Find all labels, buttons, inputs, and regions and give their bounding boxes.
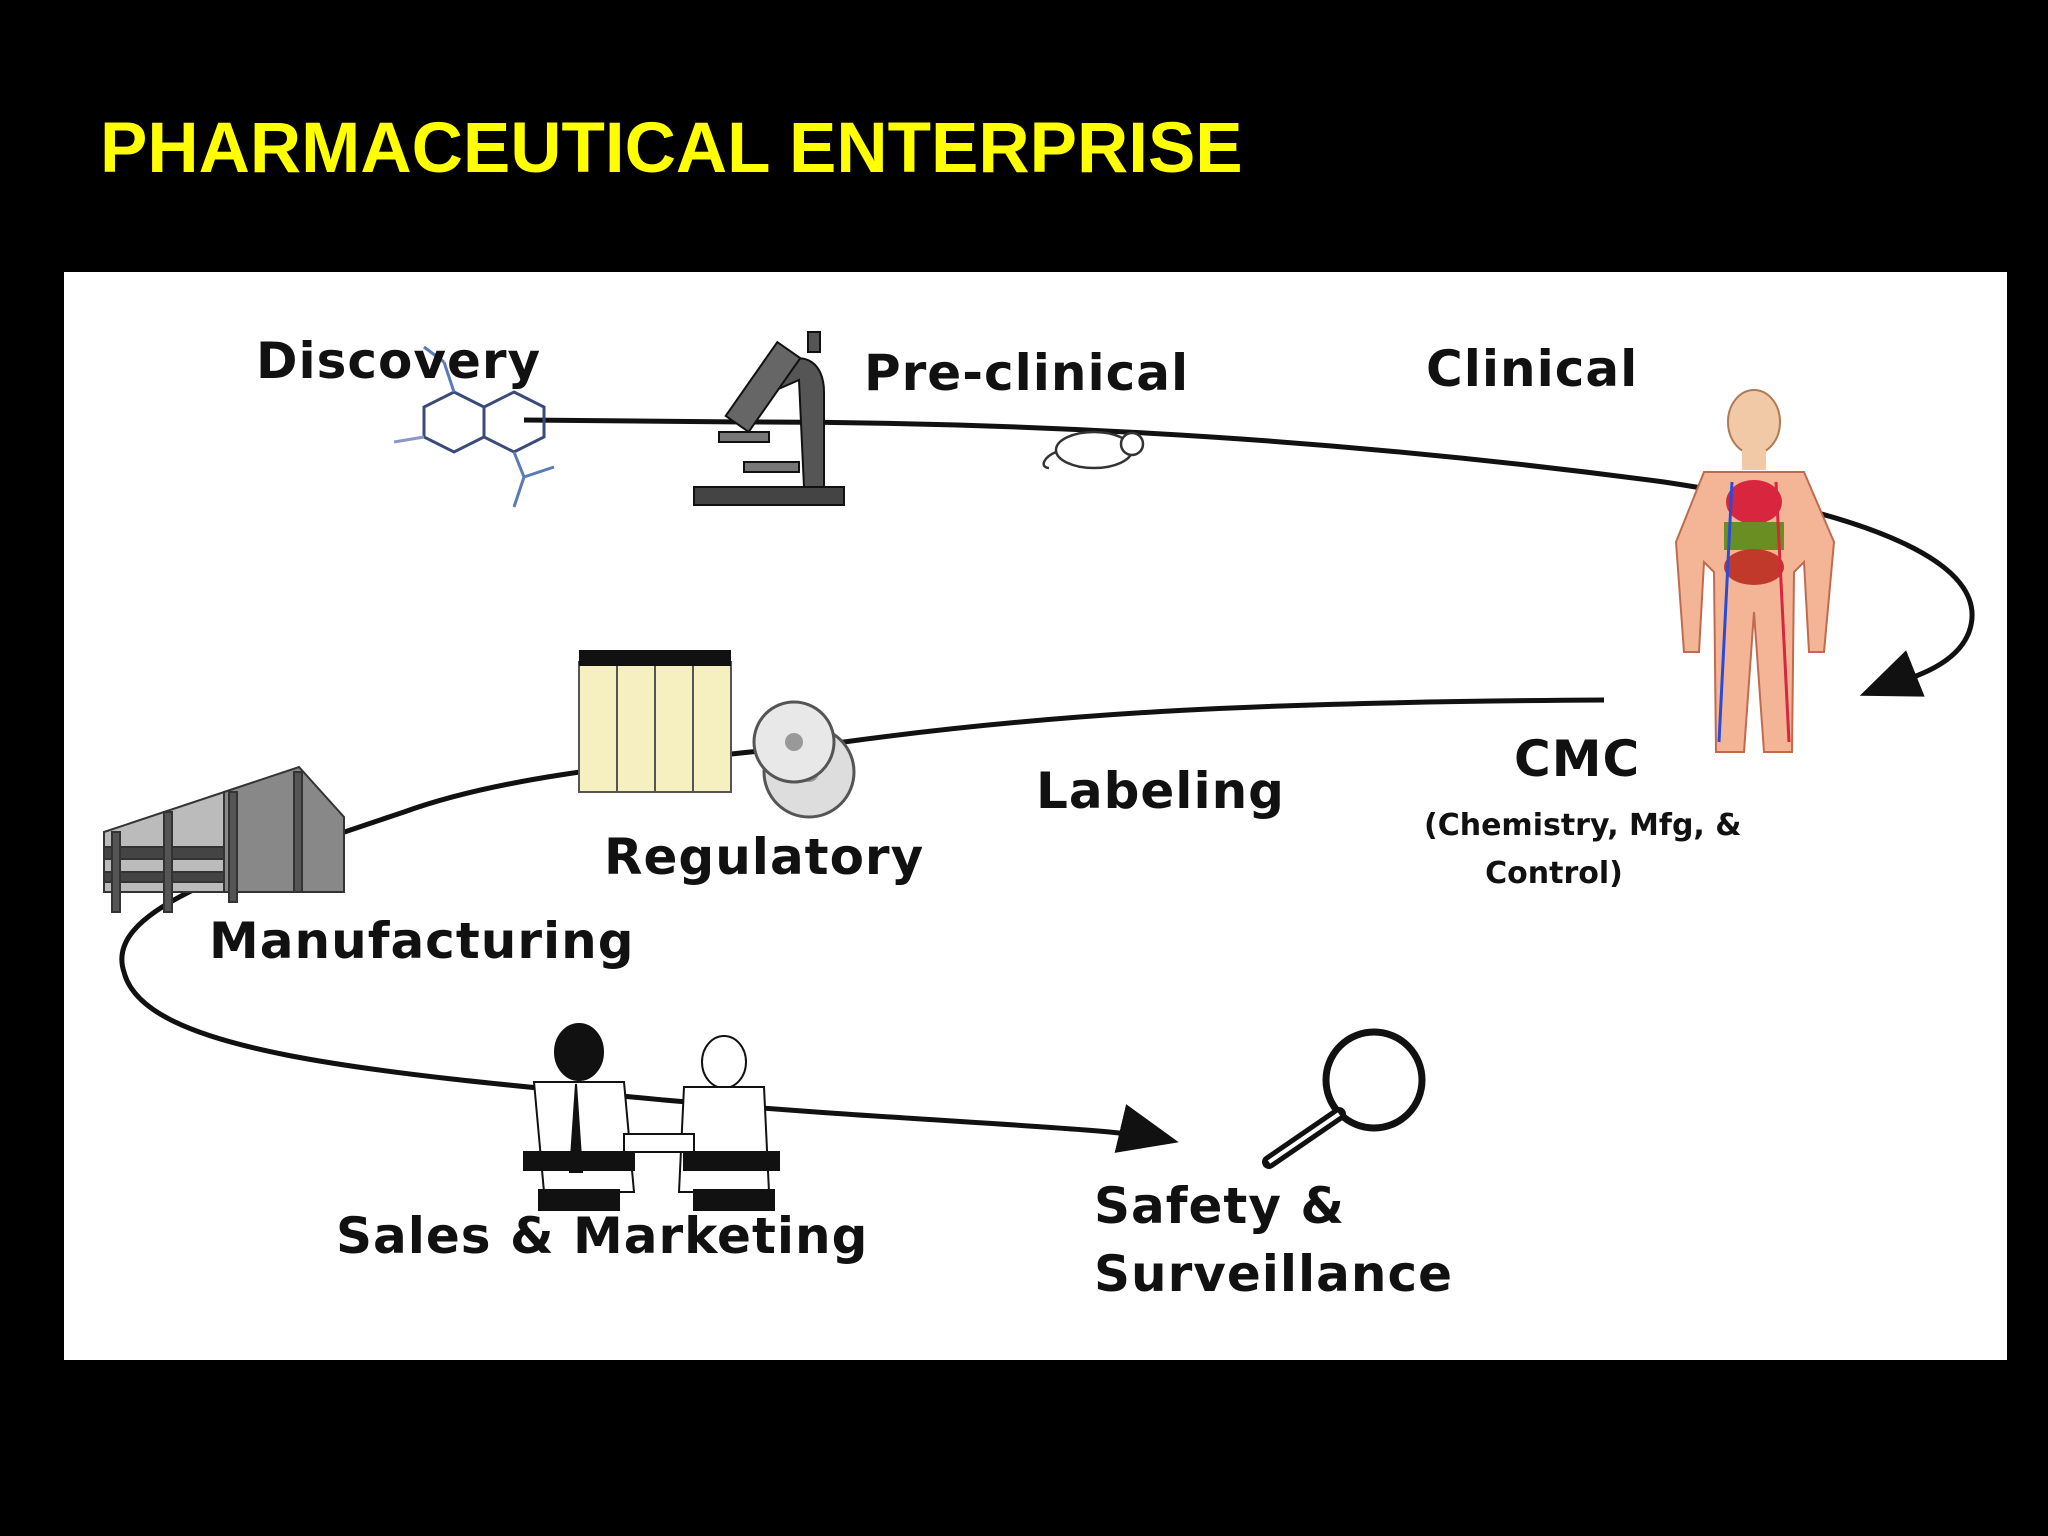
binders-and-discs-icon bbox=[578, 650, 856, 819]
molecule-icon bbox=[393, 345, 555, 508]
human-body-icon bbox=[1674, 389, 1836, 753]
microscope-icon bbox=[693, 331, 845, 506]
label-labeling: Labeling bbox=[1036, 762, 1285, 820]
label-discovery: Discovery bbox=[256, 332, 542, 390]
magnifying-glass-icon bbox=[1262, 1028, 1426, 1169]
label-clinical: Clinical bbox=[1426, 340, 1639, 398]
label-manufacturing: Manufacturing bbox=[209, 912, 635, 970]
handshake-icon bbox=[523, 1023, 780, 1211]
factory-icon bbox=[103, 765, 345, 913]
label-preclinical: Pre-clinical bbox=[864, 344, 1190, 402]
slide-title: PHARMACEUTICAL ENTERPRISE bbox=[100, 109, 1243, 188]
mouse-icon bbox=[1042, 430, 1145, 470]
label-regulatory: Regulatory bbox=[604, 828, 925, 886]
label-safety-surveillance: Safety & Surveillance bbox=[1094, 1177, 1454, 1303]
lifecycle-diagram: Discovery Pre-clinical Clinical CMC (Che… bbox=[64, 272, 2007, 1360]
label-sales-marketing: Sales & Marketing bbox=[336, 1207, 869, 1265]
label-cmc: CMC bbox=[1514, 730, 1641, 788]
flow-arrow-top bbox=[523, 417, 1975, 697]
label-cmc-detail: (Chemistry, Mfg, & Control) bbox=[1424, 808, 1742, 891]
